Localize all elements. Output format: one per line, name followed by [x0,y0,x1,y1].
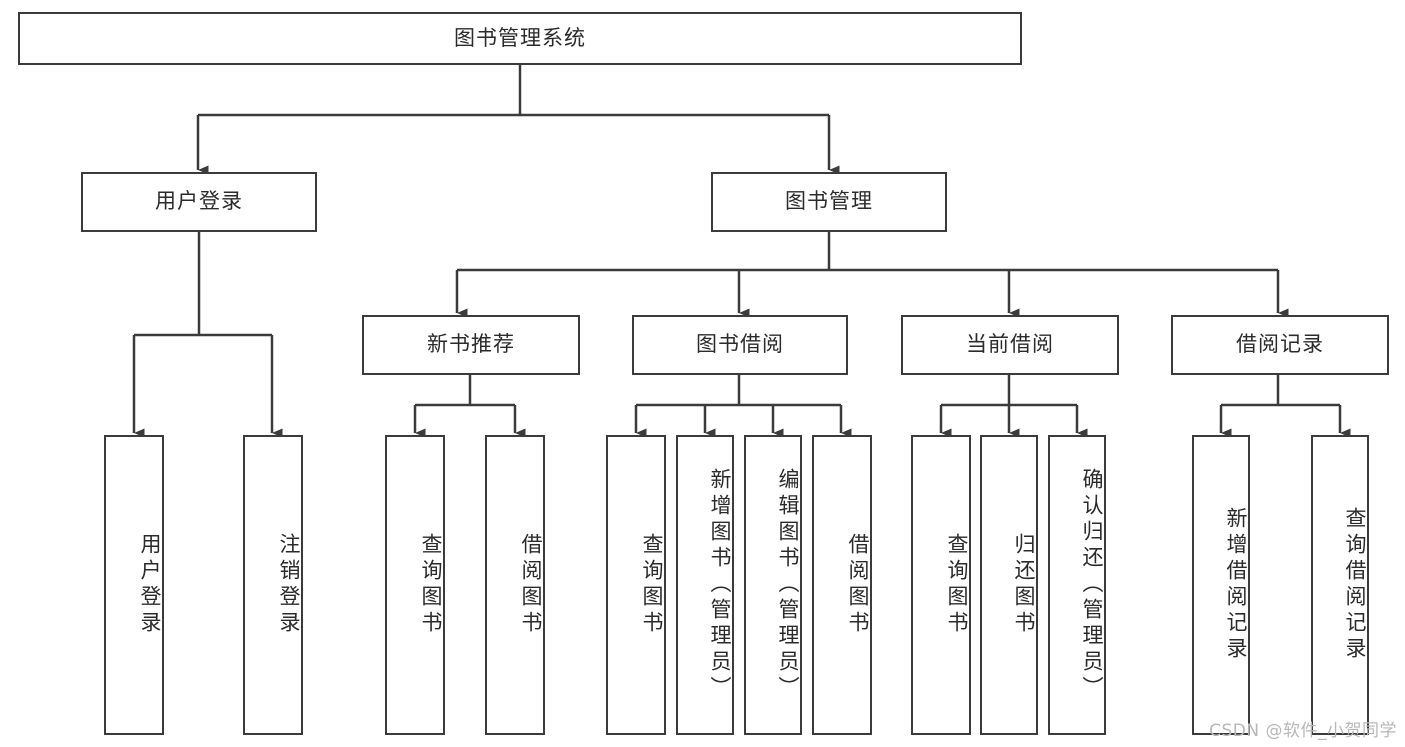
leaf-query-borrow-record[interactable]: 查询借阅记录 [1311,435,1369,735]
node-label: 查询图书 [945,533,969,637]
node-user-login[interactable]: 用户登录 [81,172,317,232]
node-label: 借阅图书 [846,533,870,637]
node-label: 图书借阅 [696,332,784,357]
node-label: 注销登录 [277,533,301,637]
leaf-user-login[interactable]: 用户登录 [104,435,164,735]
leaf-query-books-borrow[interactable]: 查询图书 [606,435,666,735]
node-label: 用户登录 [138,533,162,637]
leaf-borrow-books-borrow[interactable]: 借阅图书 [812,435,872,735]
leaf-edit-book-admin[interactable]: 编辑图书（管理员） [744,435,802,735]
node-label: 借阅记录 [1236,332,1324,357]
node-borrow-record[interactable]: 借阅记录 [1171,315,1389,375]
leaf-borrow-books-recommend[interactable]: 借阅图书 [485,435,545,735]
node-label: 确认归还（管理员） [1080,468,1104,702]
leaf-query-books-current[interactable]: 查询图书 [911,435,971,735]
node-book-borrow[interactable]: 图书借阅 [632,315,848,375]
node-label: 图书管理系统 [454,25,586,50]
node-current-borrow[interactable]: 当前借阅 [901,315,1119,375]
node-root-system[interactable]: 图书管理系统 [18,12,1022,65]
node-label: 查询图书 [640,533,664,637]
leaf-confirm-return-admin[interactable]: 确认归还（管理员） [1048,435,1106,735]
leaf-add-book-admin[interactable]: 新增图书（管理员） [676,435,734,735]
node-label: 编辑图书（管理员） [776,468,800,702]
node-label: 新增图书（管理员） [708,468,732,702]
node-label: 查询借阅记录 [1343,507,1367,663]
node-label: 查询图书 [419,533,443,637]
leaf-logout[interactable]: 注销登录 [243,435,303,735]
node-book-management[interactable]: 图书管理 [711,172,947,232]
node-label: 新增借阅记录 [1224,507,1248,663]
csdn-watermark: CSDN @软件_小贺同学 [1209,721,1397,741]
node-label: 当前借阅 [966,332,1054,357]
node-new-book-recommend[interactable]: 新书推荐 [362,315,580,375]
leaf-query-books-recommend[interactable]: 查询图书 [385,435,445,735]
leaf-return-books[interactable]: 归还图书 [980,435,1038,735]
node-label: 新书推荐 [427,332,515,357]
leaf-add-borrow-record[interactable]: 新增借阅记录 [1192,435,1250,735]
node-label: 归还图书 [1012,533,1036,637]
node-label: 用户登录 [155,189,243,214]
node-label: 图书管理 [785,189,873,214]
node-label: 借阅图书 [519,533,543,637]
